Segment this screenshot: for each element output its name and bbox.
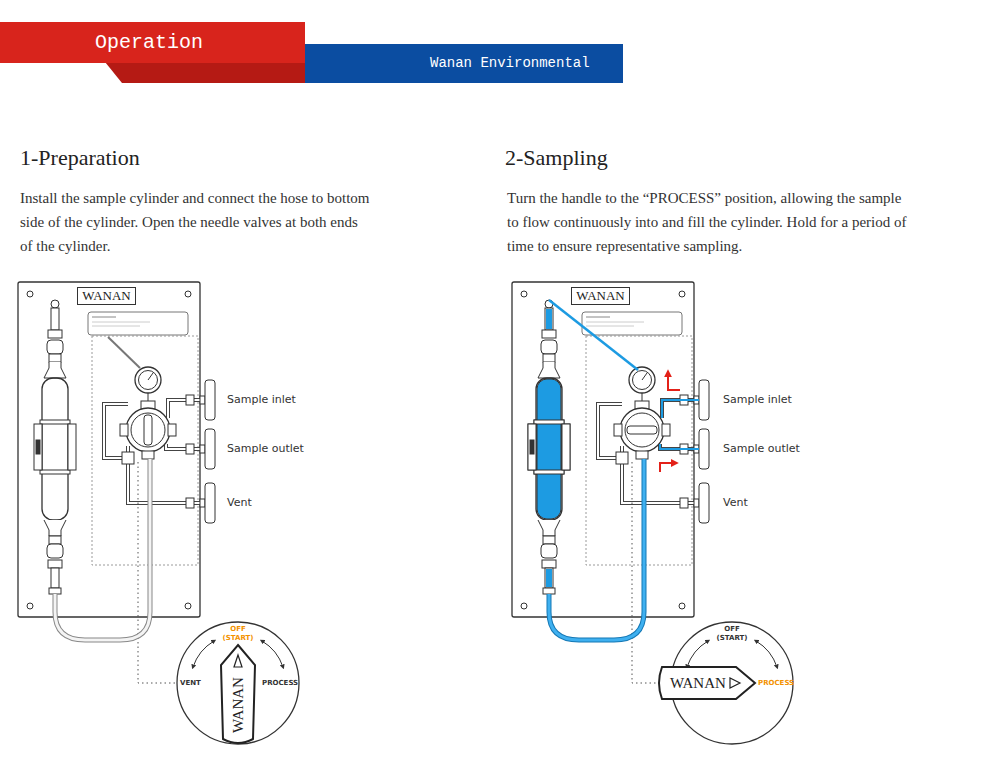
- step-body: Turn the handle to the “PROCESS” positio…: [507, 186, 909, 258]
- panel-two-flow: [546, 309, 552, 329]
- step-heading: 1-Preparation: [20, 145, 140, 171]
- panel-two-flow: [660, 444, 699, 449]
- panel-two-flow: [627, 426, 657, 434]
- dial-outline: [177, 622, 299, 744]
- panel-two-flow: [549, 300, 638, 370]
- panel-two-flow: [549, 459, 644, 640]
- company-band: Wanan Environmental: [305, 44, 623, 83]
- panel-two-flow: [660, 463, 674, 472]
- handle-shape: [221, 645, 255, 743]
- panel-one-details: [55, 459, 150, 640]
- port-label: Vent: [723, 496, 748, 510]
- panel-one-details: [55, 459, 150, 640]
- brand-text: WANAN: [78, 288, 135, 303]
- port-label: Sample outlet: [723, 442, 800, 456]
- band-title: Operation: [95, 22, 203, 63]
- selector-handle: WANAN: [658, 665, 756, 701]
- company-name: Wanan Environmental: [430, 44, 590, 83]
- panel-one-details: [55, 337, 152, 640]
- step-body: Install the sample cylinder and connect …: [20, 186, 372, 258]
- selector-handle: WANAN: [220, 645, 256, 745]
- handle-brand: WANAN: [670, 665, 726, 701]
- selector-dial: OFF (START) PROCESS WANAN: [670, 621, 794, 745]
- panel-two-flow: [662, 400, 699, 418]
- illustration-part: [528, 420, 570, 474]
- nameplate: WANAN: [571, 287, 630, 305]
- port-label: Sample outlet: [227, 442, 304, 456]
- port-label: Sample inlet: [723, 393, 792, 407]
- handle-shape: [730, 678, 740, 688]
- brand-text: WANAN: [572, 288, 629, 303]
- off-start-label: OFF (START): [714, 625, 750, 643]
- header-shadow: [105, 62, 305, 83]
- off-start-label: OFF (START): [220, 625, 256, 643]
- process-label: PROCESS: [758, 679, 794, 688]
- handle-shape: [234, 655, 242, 667]
- nameplate: WANAN: [77, 287, 136, 305]
- panel-two-flow: [546, 569, 552, 587]
- panel-one-details: [144, 415, 152, 445]
- panel-two-flow: [668, 374, 680, 390]
- process-label: PROCESS: [262, 679, 298, 688]
- port-label: Sample inlet: [227, 393, 296, 407]
- panel-one-details: [108, 337, 140, 368]
- vent-label: VENT: [180, 679, 201, 688]
- handle-brand: WANAN: [230, 677, 247, 733]
- port-label: Vent: [227, 496, 252, 510]
- panel-two-flow: [537, 379, 561, 519]
- header-shadow: [105, 62, 305, 83]
- panel-two-flow: [549, 459, 644, 640]
- selector-dial: OFF (START) VENT PROCESS WANAN: [176, 621, 300, 745]
- title-band: Operation: [0, 22, 305, 63]
- step-heading: 2-Sampling: [505, 145, 608, 171]
